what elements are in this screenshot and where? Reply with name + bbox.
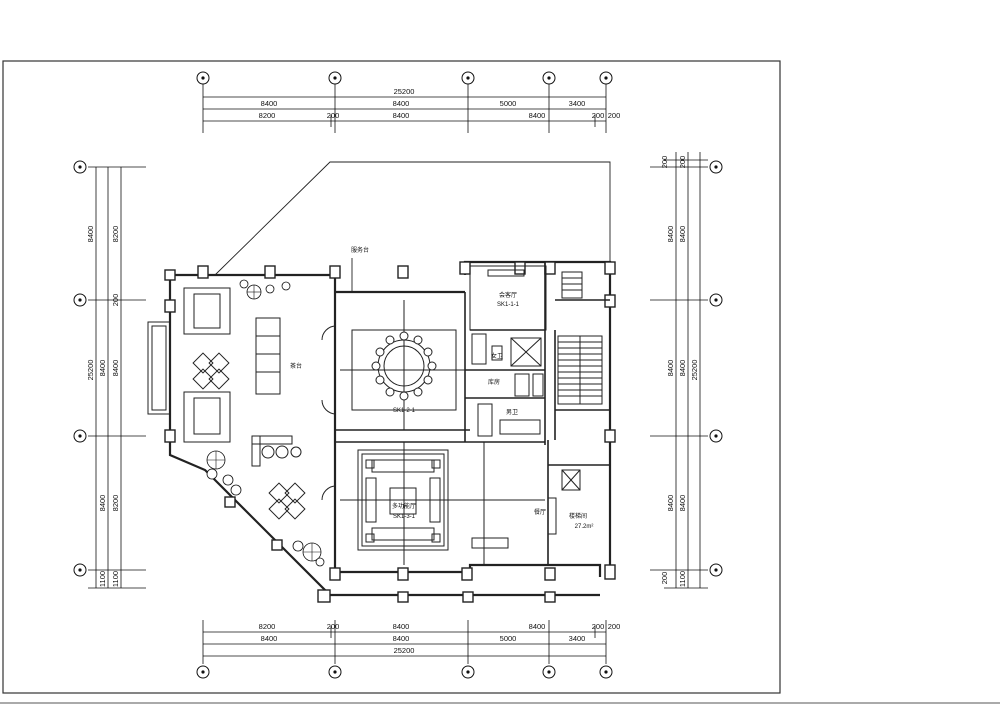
right-outer-dim-3: 8400 xyxy=(678,360,687,377)
room-c-code: SK1-3-1 xyxy=(393,514,416,520)
stair-label: 楼梯间 xyxy=(569,512,587,520)
plant-spokes xyxy=(207,285,321,561)
room-a-code: SK1-1-1 xyxy=(497,302,520,308)
left-note: 餐厅 xyxy=(534,508,546,516)
top-dim-3-1: 8200 xyxy=(259,111,276,120)
top-dim-3-2: 200 xyxy=(327,111,340,120)
room-c-title: 多功能厅 xyxy=(392,502,416,510)
bottom-dim-1-4: 8400 xyxy=(529,622,546,631)
top-total-dim: 25200 xyxy=(394,87,415,96)
right-dimension-block xyxy=(650,152,708,589)
room-sofa-set xyxy=(340,442,545,565)
top-dim-3-3: 8400 xyxy=(393,111,410,120)
left-inner-dim-5: 1100 xyxy=(111,571,120,587)
bottom-dimension-block xyxy=(202,620,607,664)
right-inner-dim-5: 200 xyxy=(660,572,669,585)
toilet-label: 女卫 xyxy=(491,352,503,360)
male-toilet-label: 男卫 xyxy=(506,409,518,416)
canopy-outline xyxy=(214,161,611,292)
left-outer-dim-3: 8400 xyxy=(98,495,107,512)
left-inner-dim-2: 200 xyxy=(111,294,120,307)
lounge-furniture xyxy=(183,287,337,520)
left-inner-dim-4: 8200 xyxy=(111,495,120,512)
columns xyxy=(164,261,616,603)
right-inner-dim-1: 200 xyxy=(660,156,669,169)
right-outer-dim-1: 200 xyxy=(678,156,687,169)
right-total-dim: 25200 xyxy=(690,360,699,381)
bottom-dim-1-3: 8400 xyxy=(393,622,410,631)
bottom-dim-1-5: 200 xyxy=(592,622,605,631)
bottom-dim-2-2: 8400 xyxy=(393,634,410,643)
right-outer-dim-5: 1100 xyxy=(678,571,687,587)
bottom-dim-1-1: 8200 xyxy=(259,622,276,631)
right-inner-dim-2: 8400 xyxy=(666,226,675,243)
top-dimension-block xyxy=(202,84,607,133)
right-inner-dim-3: 8400 xyxy=(666,360,675,377)
bottom-dim-2-3: 5000 xyxy=(500,634,517,643)
left-inner-dim-3: 8400 xyxy=(111,360,120,377)
left-outer-dim-2: 8400 xyxy=(98,360,107,377)
left-dimension-block xyxy=(88,166,146,589)
left-bay xyxy=(147,321,171,415)
service-rooms xyxy=(469,265,603,535)
top-dim-2-2: 8400 xyxy=(393,99,410,108)
left-inner-dim-1: 8200 xyxy=(111,226,120,243)
storage-label: 库房 xyxy=(488,378,500,386)
area-value: 27.2m² xyxy=(575,524,594,530)
bottom-total-dim: 25200 xyxy=(394,646,415,655)
top-dim-2-3: 5000 xyxy=(500,99,517,108)
right-inner-dim-4: 8400 xyxy=(666,495,675,512)
left-total-dim: 25200 xyxy=(86,360,95,381)
top-dim-2-1: 8400 xyxy=(261,99,278,108)
top-dim-2-4: 3400 xyxy=(569,99,586,108)
top-dim-3-5: 200 xyxy=(592,111,605,120)
left-outer-dim-1: 8400 xyxy=(86,226,95,243)
drawing-frame xyxy=(2,60,781,694)
top-dim-3-4: 8400 xyxy=(529,111,546,120)
bottom-dim-1-6: 200 xyxy=(608,622,621,631)
bottom-dim-2-1: 8400 xyxy=(261,634,278,643)
room-a-title: 会客厅 xyxy=(499,291,517,299)
round-table-chairs xyxy=(371,331,437,401)
bottom-dim-1-2: 200 xyxy=(327,622,340,631)
right-outer-dim-4: 8400 xyxy=(678,495,687,512)
lounge-label: 茶台 xyxy=(290,362,302,370)
right-outer-dim-2: 8400 xyxy=(678,226,687,243)
room-b-code: SK1-2-1 xyxy=(393,408,416,414)
bottom-dim-2-4: 3400 xyxy=(569,634,586,643)
top-dim-3-6: 200 xyxy=(608,111,621,120)
top-note: 服务台 xyxy=(351,246,369,254)
left-outer-dim-4: 1100 xyxy=(98,571,107,587)
